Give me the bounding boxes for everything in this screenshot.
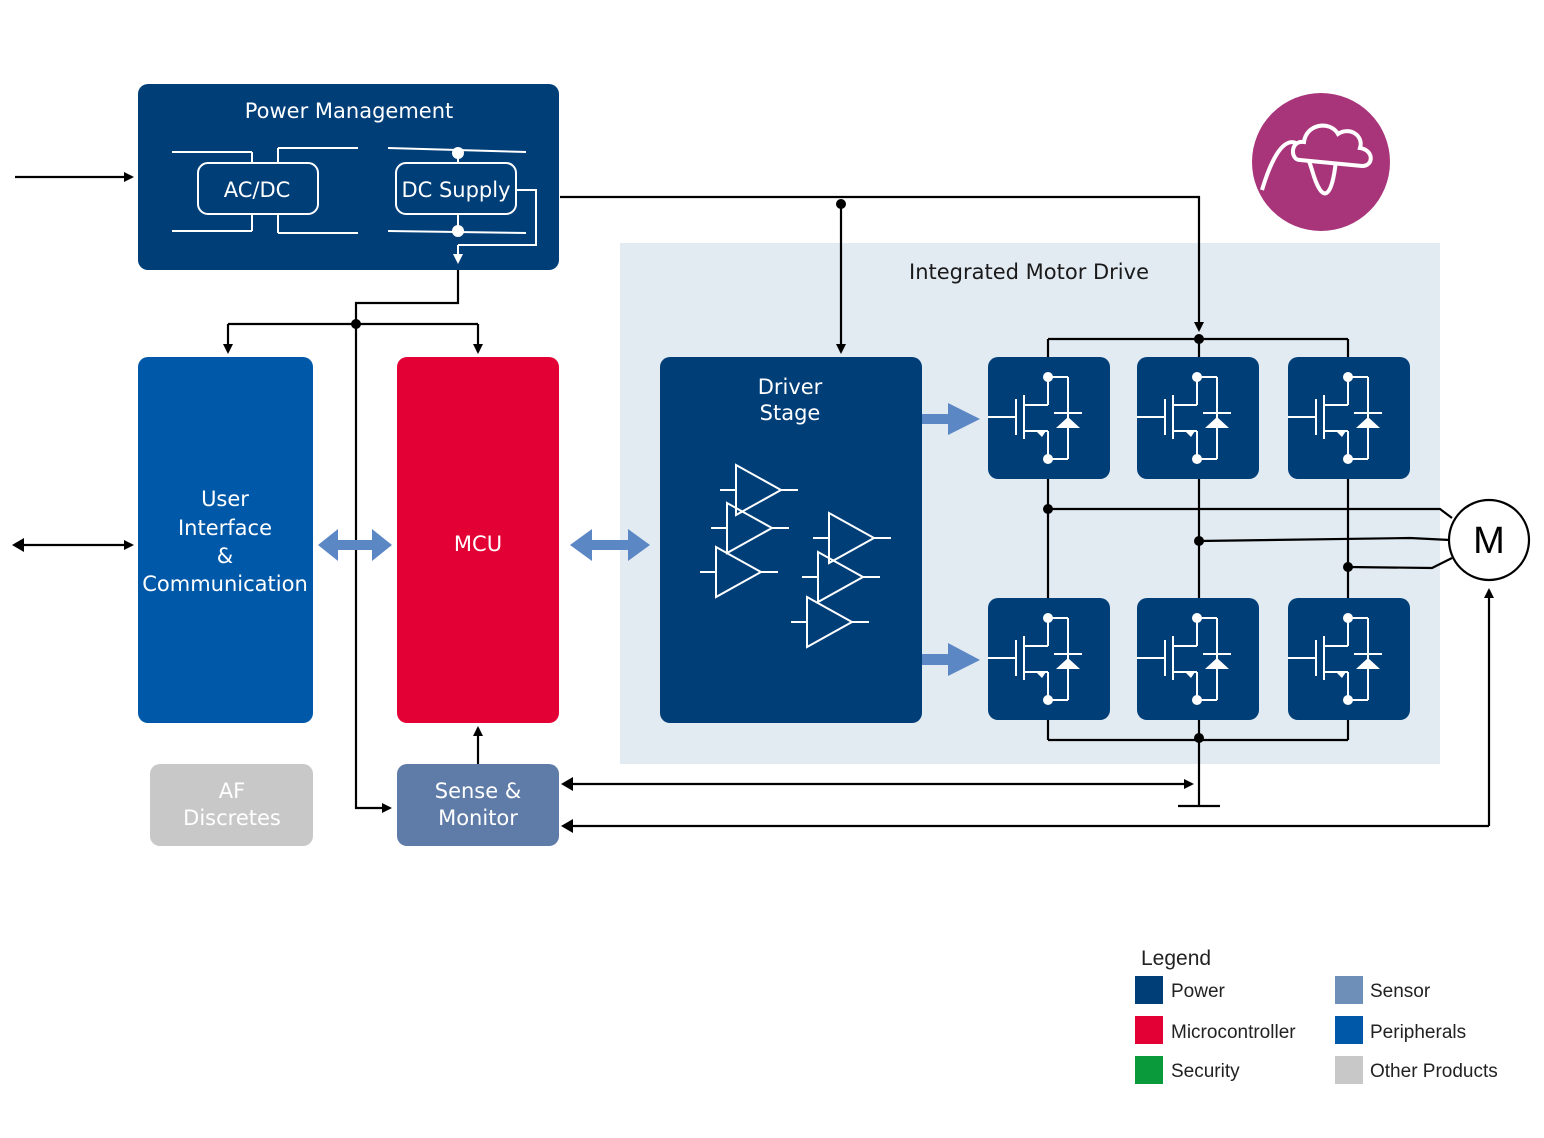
user-interface-line-3: & bbox=[217, 544, 233, 568]
driver-high-side-arrow bbox=[922, 403, 980, 435]
af-discretes-line-2: Discretes bbox=[183, 806, 281, 830]
legend-swatch-security bbox=[1135, 1056, 1163, 1084]
driver-stage-line-1: Driver bbox=[758, 375, 823, 399]
user-interface-communication-block[interactable] bbox=[138, 357, 313, 723]
sense-monitor-line-2: Monitor bbox=[438, 806, 518, 830]
af-discretes-line-1: AF bbox=[219, 779, 245, 803]
legend-label-microcontroller: Microcontroller bbox=[1171, 1022, 1296, 1043]
legend-label-sensor: Sensor bbox=[1370, 981, 1431, 1002]
legend-label-peripherals: Peripherals bbox=[1370, 1022, 1466, 1043]
legend-label-other-products: Other Products bbox=[1370, 1061, 1498, 1082]
ac-dc-box[interactable] bbox=[197, 162, 319, 215]
integrated-motor-drive-label: Integrated Motor Drive bbox=[909, 260, 1149, 284]
legend-swatch-power bbox=[1135, 976, 1163, 1004]
legend-swatch-microcontroller bbox=[1135, 1016, 1163, 1044]
power-management-title: Power Management bbox=[245, 99, 454, 123]
motor-symbol[interactable] bbox=[1447, 498, 1531, 582]
sense-monitor-block[interactable] bbox=[397, 764, 559, 846]
power-management-block[interactable] bbox=[138, 84, 559, 270]
legend-swatch-other-products bbox=[1335, 1056, 1363, 1084]
af-discretes-block[interactable] bbox=[150, 764, 313, 846]
legend-label-security: Security bbox=[1171, 1061, 1240, 1082]
ac-dc-label: AC/DC bbox=[224, 178, 291, 202]
user-interface-line-4: Communication bbox=[142, 572, 308, 596]
dc-supply-label: DC Supply bbox=[401, 178, 510, 202]
legend-label-power: Power bbox=[1171, 981, 1226, 1002]
driver-low-side-arrow bbox=[922, 643, 980, 676]
user-interface-line-2: Interface bbox=[178, 516, 272, 540]
motor-label: M bbox=[1473, 520, 1505, 562]
legend-swatch-peripherals bbox=[1335, 1016, 1363, 1044]
driver-stage-block[interactable] bbox=[660, 357, 922, 723]
cloud-wave-icon bbox=[1252, 93, 1390, 231]
mcu-driver-link-arrow bbox=[570, 529, 650, 561]
legend-title: Legend bbox=[1141, 947, 1211, 970]
driver-stage-line-2: Stage bbox=[760, 401, 821, 425]
user-interface-line-1: User bbox=[201, 487, 249, 511]
ui-mcu-link-arrow bbox=[318, 529, 392, 561]
mcu-block[interactable] bbox=[397, 357, 559, 723]
legend-swatch-sensor bbox=[1335, 976, 1363, 1004]
legend: Legend Power Sensor Microcontroller Peri… bbox=[1135, 947, 1498, 1084]
mcu-label: MCU bbox=[454, 532, 502, 556]
dc-supply-box[interactable] bbox=[395, 162, 517, 215]
sense-monitor-line-1: Sense & bbox=[435, 779, 521, 803]
